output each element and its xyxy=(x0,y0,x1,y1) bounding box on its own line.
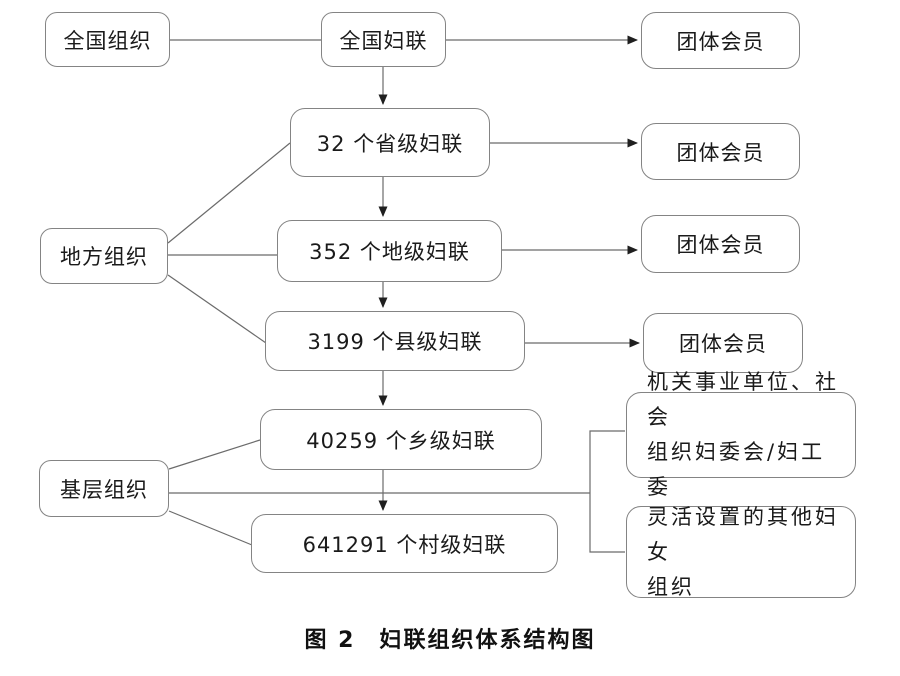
node-group-member-3: 团体会员 xyxy=(641,215,800,273)
line-grassroots-village xyxy=(168,510,253,546)
node-national-organization: 全国组织 xyxy=(45,12,170,67)
node-local-organization: 地方组织 xyxy=(40,228,168,284)
org-committee-line1: 机关事业单位、社会 xyxy=(647,370,839,429)
line-grassroots-township xyxy=(168,439,261,470)
node-group-member-4: 团体会员 xyxy=(643,313,803,373)
node-group-member-1: 团体会员 xyxy=(641,12,800,69)
line-localorg-provincial xyxy=(167,142,291,244)
org-committee-line2: 组织妇委会/妇工委 xyxy=(647,440,826,499)
bracket-right xyxy=(589,430,625,553)
connectors xyxy=(167,35,640,553)
node-grassroots-organization: 基层组织 xyxy=(39,460,169,517)
node-prefecture-fulian: 352 个地级妇联 xyxy=(277,220,502,282)
node-provincial-fulian: 32 个省级妇联 xyxy=(290,108,490,177)
flexible-org-line1: 灵活设置的其他妇女 xyxy=(647,504,839,564)
node-township-fulian: 40259 个乡级妇联 xyxy=(260,409,542,470)
line-localorg-county xyxy=(167,274,267,344)
node-org-committee: 机关事业单位、社会 组织妇委会/妇工委 xyxy=(626,370,856,499)
node-flexible-org: 灵活设置的其他妇女 组织 xyxy=(626,505,856,599)
node-national-fulian: 全国妇联 xyxy=(321,12,446,67)
node-village-fulian: 641291 个村级妇联 xyxy=(251,514,558,573)
figure-caption: 图 2 妇联组织体系结构图 xyxy=(304,628,596,653)
flexible-org-line2: 组织 xyxy=(647,574,695,599)
node-group-member-2: 团体会员 xyxy=(641,123,800,180)
node-county-fulian: 3199 个县级妇联 xyxy=(265,311,525,371)
